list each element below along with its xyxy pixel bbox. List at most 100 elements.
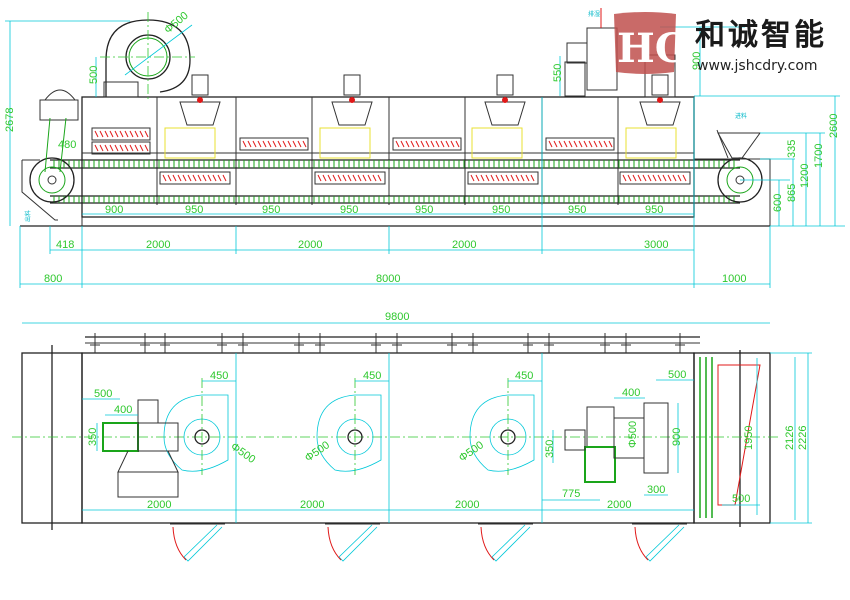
fan-hood bbox=[331, 101, 373, 126]
dim-fan-dia: Φ500 bbox=[457, 439, 486, 464]
heater-element bbox=[207, 174, 212, 182]
heater-element bbox=[440, 140, 445, 148]
fan-hub bbox=[657, 97, 663, 103]
heater-element bbox=[124, 130, 129, 138]
heating-chamber bbox=[471, 127, 523, 159]
heater-element bbox=[642, 174, 647, 182]
dim-section: 2000 bbox=[452, 239, 476, 251]
heater-element bbox=[272, 140, 277, 148]
heater-element bbox=[347, 174, 352, 182]
heater-element bbox=[410, 140, 415, 148]
heater-element bbox=[430, 140, 435, 148]
side-dimensions bbox=[5, 20, 845, 288]
fan-hood bbox=[639, 101, 681, 126]
dim-left-400: 400 bbox=[114, 404, 132, 416]
right-exhaust-unit bbox=[564, 402, 669, 483]
heater-element bbox=[104, 130, 109, 138]
dim-width-2126: 2126 bbox=[784, 426, 796, 450]
heater-element bbox=[568, 140, 573, 148]
heater-element bbox=[182, 174, 187, 182]
top-view: 9800 450 450 450 Φ500 Φ500 Φ500 500 400 … bbox=[12, 311, 812, 562]
heater-element bbox=[445, 140, 450, 148]
dim-zone-width: 900 bbox=[105, 204, 123, 216]
dim-335: 335 bbox=[786, 140, 798, 158]
heater-element bbox=[139, 144, 144, 152]
heater-element bbox=[177, 174, 182, 182]
access-door bbox=[325, 523, 380, 562]
heater-frame bbox=[467, 171, 539, 185]
heater-element bbox=[548, 140, 553, 148]
fan-hub bbox=[197, 97, 203, 103]
dim-overall: 1000 bbox=[722, 273, 746, 285]
heater-element bbox=[677, 174, 682, 182]
fan-hub bbox=[502, 97, 508, 103]
brand-url[interactable]: www.jshcdry.com bbox=[697, 58, 818, 74]
fan-hood bbox=[484, 101, 526, 126]
plan-fan bbox=[316, 378, 382, 475]
heater-element bbox=[490, 174, 495, 182]
heater-element bbox=[202, 174, 207, 182]
dim-overall-length: 9800 bbox=[385, 311, 409, 323]
fan-volute bbox=[163, 394, 229, 472]
dim-exhaust-box: 900 bbox=[691, 52, 703, 70]
heater-element bbox=[302, 140, 307, 148]
heater-element bbox=[297, 140, 302, 148]
dim-plan-section: 2000 bbox=[455, 499, 479, 511]
heater-element bbox=[257, 140, 262, 148]
heater-element bbox=[515, 174, 520, 182]
dim-2600: 2600 bbox=[828, 114, 840, 138]
fan-impeller bbox=[347, 429, 363, 445]
heater-element bbox=[470, 174, 475, 182]
heater-element bbox=[480, 174, 485, 182]
dim-right-900: 900 bbox=[671, 428, 683, 446]
heater-element bbox=[124, 144, 129, 152]
circulation-fan bbox=[100, 12, 195, 100]
dim-zone-width: 950 bbox=[340, 204, 358, 216]
heater-element bbox=[608, 140, 613, 148]
heater-element bbox=[455, 140, 460, 148]
zone-fan-motor bbox=[179, 74, 221, 126]
dim-fan-dia: Φ500 bbox=[162, 10, 191, 37]
dim-zone-width: 950 bbox=[185, 204, 203, 216]
heater-element bbox=[652, 174, 657, 182]
heater-banks bbox=[91, 127, 691, 185]
heater-element bbox=[362, 174, 367, 182]
fan-hood bbox=[179, 101, 221, 126]
brand-watermark: HC 和诚智能 www.jshcdry.com bbox=[614, 12, 824, 74]
dim-zone-width: 950 bbox=[568, 204, 586, 216]
heater-element bbox=[267, 140, 272, 148]
heater-element bbox=[104, 144, 109, 152]
dim-zone-width: 950 bbox=[645, 204, 663, 216]
feed-label: 进料 bbox=[735, 112, 747, 120]
heater-element bbox=[134, 130, 139, 138]
dim-zone-width: 950 bbox=[262, 204, 280, 216]
dim-left-350: 350 bbox=[87, 428, 99, 446]
dim-865: 865 bbox=[786, 184, 798, 202]
motor-body bbox=[191, 74, 209, 96]
dim-overall: 800 bbox=[44, 273, 62, 285]
heater-bank bbox=[159, 171, 231, 185]
door-swing-arc bbox=[634, 526, 649, 561]
dim-overall: 8000 bbox=[376, 273, 400, 285]
rail-posts bbox=[90, 333, 685, 353]
heater-element bbox=[242, 140, 247, 148]
heater-element bbox=[400, 140, 405, 148]
door-swing-arc bbox=[172, 526, 187, 561]
heating-chamber bbox=[625, 127, 677, 159]
heater-element bbox=[558, 140, 563, 148]
heater-bank bbox=[545, 137, 615, 151]
heater-element bbox=[99, 144, 104, 152]
heater-element bbox=[662, 174, 667, 182]
heater-element bbox=[114, 130, 119, 138]
dim-1200: 1200 bbox=[799, 164, 811, 188]
heater-element bbox=[94, 144, 99, 152]
heater-element bbox=[187, 174, 192, 182]
heater-bank bbox=[91, 141, 151, 155]
heater-element bbox=[622, 174, 627, 182]
heater-element bbox=[129, 144, 134, 152]
heater-element bbox=[222, 174, 227, 182]
heater-element bbox=[129, 130, 134, 138]
heater-element bbox=[172, 174, 177, 182]
zone-fan-motors bbox=[179, 74, 681, 126]
heater-frame bbox=[91, 141, 151, 155]
